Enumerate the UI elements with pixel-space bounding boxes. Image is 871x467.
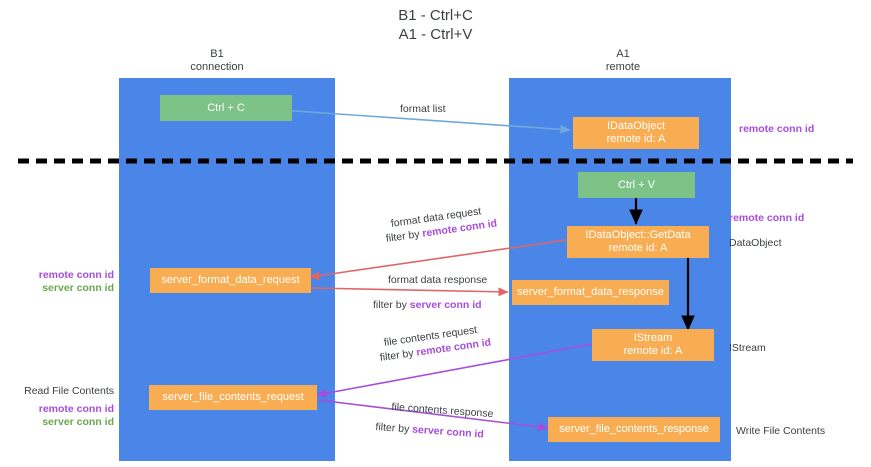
node-server-format-data-response[interactable]: server_format_data_response xyxy=(512,280,669,305)
annotation-left-read-file: Read File Contents xyxy=(24,385,114,397)
annotation-right-istream: IStream xyxy=(729,342,766,354)
node-ctrl-c-label: Ctrl + C xyxy=(207,101,245,114)
edge-label-file-contents-response: file contents response xyxy=(391,400,494,421)
node-server-format-data-response-label: server_format_data_response xyxy=(517,286,664,298)
edge-label-format-data-response: format data response xyxy=(388,274,488,286)
column-header-a1-sub: remote xyxy=(605,61,641,73)
node-istream-line1: IStream xyxy=(633,332,673,344)
annotation-left-conn-ids-2: remote conn id server conn id xyxy=(0,403,114,429)
edge-label-filter-server-1: filter by server conn id xyxy=(373,298,482,312)
filter-prefix-2: filter by xyxy=(373,299,410,311)
filter-prefix-3: filter by xyxy=(379,346,418,364)
annotation-right-write-file: Write File Contents xyxy=(736,425,826,437)
annotation-left-server-2: server conn id xyxy=(42,416,114,428)
node-idataobject-top[interactable]: IDataObject remote id: A xyxy=(573,117,699,149)
annotation-right-remote-top-text: remote conn id xyxy=(739,123,815,135)
node-istream[interactable]: IStream remote id: A xyxy=(592,329,714,361)
node-istream-line2: remote id: A xyxy=(623,345,683,357)
node-getdata-line1: IDataObject::GetData xyxy=(585,229,691,241)
node-ctrl-v-label: Ctrl + V xyxy=(618,178,655,191)
annotation-right-remote-mid-text: remote conn id xyxy=(729,212,805,224)
node-server-file-contents-request-label: server_file_contents_request xyxy=(162,391,304,403)
node-idataobject-top-line1: IDataObject xyxy=(606,120,666,132)
annotation-left-server-1: server conn id xyxy=(42,282,114,294)
edge-label-file-contents-response-text: file contents response xyxy=(391,400,494,421)
annotation-right-dataobject: DataObject xyxy=(729,237,782,249)
node-server-file-contents-response[interactable]: server_file_contents_response xyxy=(548,417,720,442)
column-header-b1: B1 connection xyxy=(152,48,282,74)
filter-key-server-2: server conn id xyxy=(411,423,485,441)
filter-key-server-1: server conn id xyxy=(409,299,482,311)
node-getdata[interactable]: IDataObject::GetData remote id: A xyxy=(567,226,709,258)
node-getdata-line2: remote id: A xyxy=(608,242,668,254)
node-server-file-contents-request[interactable]: server_file_contents_request xyxy=(149,385,317,410)
annotation-right-remote-top: remote conn id xyxy=(739,123,814,136)
node-server-format-data-request[interactable]: server_format_data_request xyxy=(150,268,311,293)
edge-label-format-list: format list xyxy=(400,103,446,115)
node-ctrl-v[interactable]: Ctrl + V xyxy=(578,172,695,198)
node-server-file-contents-response-label: server_file_contents_response xyxy=(559,423,709,435)
annotation-left-remote-2: remote conn id xyxy=(38,403,114,415)
page-title: B1 - Ctrl+C A1 - Ctrl+V xyxy=(398,7,473,43)
edge-label-filter-server-2: filter by server conn id xyxy=(375,420,484,442)
annotation-right-remote-mid: remote conn id xyxy=(729,212,804,225)
filter-prefix-1: filter by xyxy=(385,227,424,245)
node-ctrl-c[interactable]: Ctrl + C xyxy=(160,95,292,121)
node-server-format-data-request-label: server_format_data_request xyxy=(161,274,300,286)
column-header-b1-name: B1 xyxy=(210,48,224,60)
annotation-left-remote-1: remote conn id xyxy=(38,269,114,281)
filter-prefix-4: filter by xyxy=(375,420,413,436)
annotation-left-conn-ids-1: remote conn id server conn id xyxy=(0,269,114,295)
column-header-a1: A1 remote xyxy=(558,48,688,74)
column-header-a1-name: A1 xyxy=(616,48,630,60)
column-header-b1-sub: connection xyxy=(190,61,244,73)
node-idataobject-top-line2: remote id: A xyxy=(606,133,666,145)
